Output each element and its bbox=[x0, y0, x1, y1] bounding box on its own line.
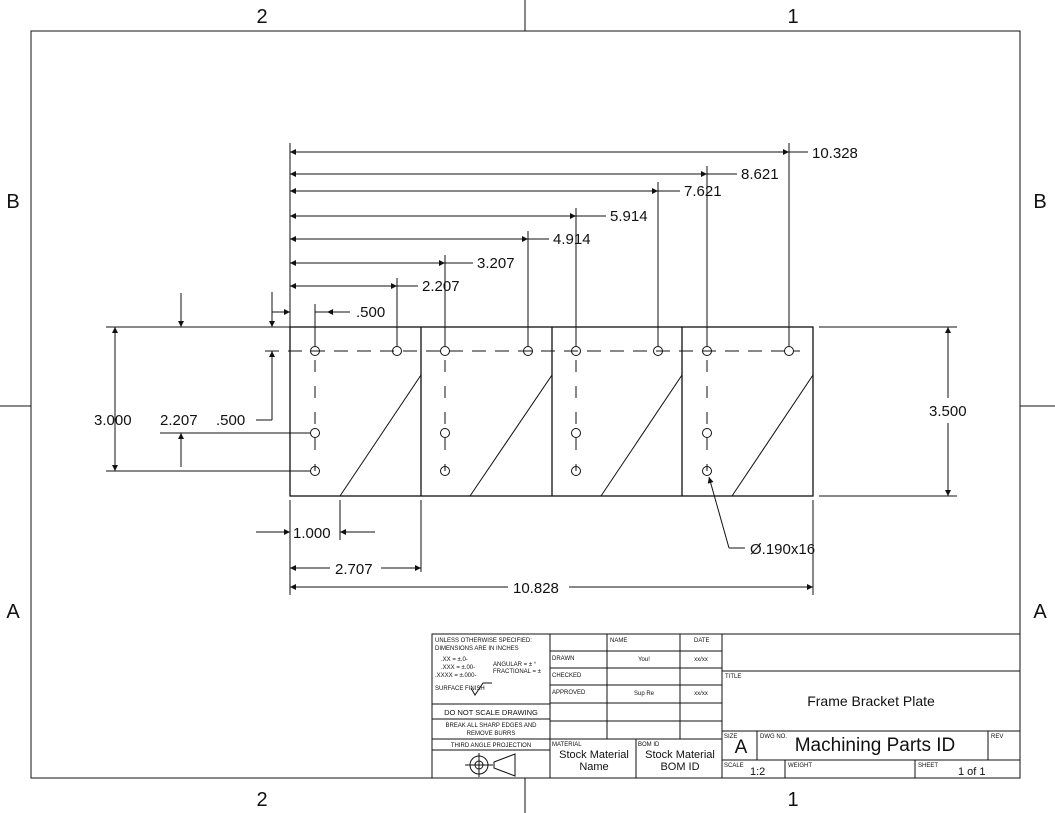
name-col-header: NAME bbox=[610, 638, 627, 644]
dim-4-914: 4.914 bbox=[553, 231, 591, 248]
bom-value-1: Stock Material bbox=[645, 749, 715, 761]
dim-3-207: 3.207 bbox=[477, 255, 515, 272]
tolerance-xxx: .XXX = ±.00- bbox=[441, 665, 475, 671]
checked-label: CHECKED bbox=[552, 673, 582, 679]
do-not-scale-note: DO NOT SCALE DRAWING bbox=[444, 708, 538, 717]
zone-top-2: 2 bbox=[256, 6, 267, 28]
vertical-dimensions-left: 3.000 2.207 .500 bbox=[94, 292, 310, 472]
holes bbox=[310, 346, 794, 476]
rev-label: REV bbox=[991, 734, 1003, 740]
part-outline bbox=[265, 326, 814, 497]
title-label: TITLE bbox=[725, 674, 741, 680]
dim-10-328: 10.328 bbox=[812, 145, 858, 162]
tolerance-line-1: UNLESS OTHERWISE SPECIFIED: bbox=[435, 638, 532, 644]
dim-1-000: 1.000 bbox=[293, 525, 331, 542]
drawn-label: DRAWN bbox=[552, 656, 574, 662]
dim-10-828: 10.828 bbox=[513, 580, 559, 597]
bom-value-2: BOM ID bbox=[660, 761, 699, 773]
zone-bottom-2: 2 bbox=[256, 789, 267, 811]
dim-5-914: 5.914 bbox=[610, 208, 648, 225]
approved-name: Sup Re bbox=[634, 691, 655, 697]
dim-3-000: 3.000 bbox=[94, 412, 132, 429]
material-value-1: Stock Material bbox=[559, 749, 629, 761]
zone-right-a: A bbox=[1033, 601, 1047, 623]
surface-finish-icon bbox=[470, 682, 492, 696]
third-angle-projection-icon bbox=[465, 753, 516, 777]
zone-bottom-1: 1 bbox=[787, 789, 798, 811]
dwg-no-label: DWG NO. bbox=[760, 734, 787, 740]
date-col-header: DATE bbox=[694, 638, 710, 644]
projection-label: THIRD ANGLE PROJECTION bbox=[451, 743, 531, 749]
weight-label: WEIGHT bbox=[788, 763, 812, 769]
zone-labels: 2 1 2 1 B A B A bbox=[6, 6, 1047, 811]
sheet-label: SHEET bbox=[918, 763, 938, 769]
zone-right-b: B bbox=[1033, 191, 1046, 213]
break-edges-line-2: REMOVE BURRS bbox=[467, 731, 516, 737]
bottom-dimensions: 1.000 2.707 10.828 bbox=[256, 500, 814, 597]
zone-left-a: A bbox=[6, 601, 20, 623]
dim-8-621: 8.621 bbox=[741, 166, 779, 183]
dim-2-207-v: 2.207 bbox=[160, 412, 198, 429]
title-block: UNLESS OTHERWISE SPECIFIED: DIMENSIONS A… bbox=[431, 633, 1021, 779]
size-label: SIZE bbox=[724, 734, 737, 740]
tolerance-fractional: FRACTIONAL = ± bbox=[493, 669, 542, 675]
dim-7-621: 7.621 bbox=[684, 183, 722, 200]
size-value: A bbox=[735, 737, 748, 758]
zone-left-b: B bbox=[6, 191, 19, 213]
bom-label: BOM ID bbox=[638, 742, 660, 748]
tolerance-xx: .XX = ±.0- bbox=[441, 657, 468, 663]
approved-label: APPROVED bbox=[552, 690, 586, 696]
tolerance-line-2: DIMENSIONS ARE IN INCHES bbox=[435, 646, 519, 652]
break-edges-line-1: BREAK ALL SHARP EDGES AND bbox=[445, 723, 537, 729]
zone-top-1: 1 bbox=[787, 6, 798, 28]
hole-callout: Ø.190x16 bbox=[707, 476, 815, 558]
dim-0-500-h: .500 bbox=[356, 304, 385, 321]
vertical-dimension-right: 3.500 bbox=[819, 326, 967, 497]
tolerance-angular: ANGULAR = ± ° bbox=[493, 662, 537, 668]
material-label: MATERIAL bbox=[552, 742, 582, 748]
approved-date: xx/xx bbox=[694, 691, 708, 697]
drawing-number: Machining Parts ID bbox=[795, 735, 956, 756]
scale-label: SCALE bbox=[724, 763, 744, 769]
horizontal-dimensions: 10.328 8.621 7.621 5.914 4.914 3.207 2.2… bbox=[272, 143, 858, 346]
sheet-value: 1 of 1 bbox=[958, 766, 986, 778]
dim-0-500-v: .500 bbox=[216, 412, 245, 429]
surface-finish-label: SURFACE FINISH bbox=[435, 686, 485, 692]
drawn-date: xx/xx bbox=[694, 657, 708, 663]
dim-2-707: 2.707 bbox=[335, 561, 373, 578]
dim-2-207: 2.207 bbox=[422, 278, 460, 295]
scale-value: 1:2 bbox=[750, 766, 765, 778]
dim-3-500: 3.500 bbox=[929, 403, 967, 420]
material-value-2: Name bbox=[579, 761, 608, 773]
drawing-title: Frame Bracket Plate bbox=[807, 693, 935, 709]
hole-callout-text: Ø.190x16 bbox=[750, 541, 815, 558]
drawn-name: You! bbox=[638, 657, 650, 663]
tolerance-xxxx: .XXXX = ±.000- bbox=[435, 673, 476, 679]
